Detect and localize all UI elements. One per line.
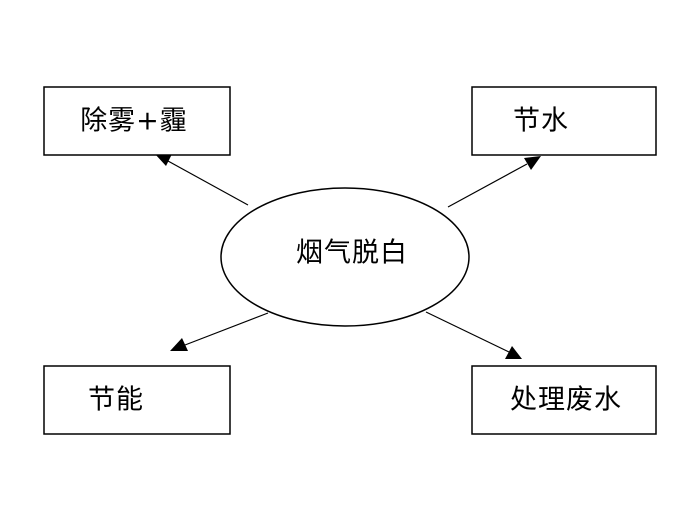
edge-to-top-left [155,154,249,206]
node-bottom-left-label: 节能 [88,385,144,416]
center-node-label: 烟气脱白 [296,238,408,269]
node-top-right: 节水 [471,86,657,156]
edge-to-top-right [447,156,541,208]
node-bottom-left: 节能 [43,365,231,435]
node-top-right-label: 节水 [513,106,569,137]
node-bottom-right: 处理废水 [471,365,657,435]
center-node: 烟气脱白 [220,187,470,327]
node-top-left: 除雾+霾 [43,86,231,156]
node-bottom-right-label: 处理废水 [510,385,622,416]
edge-to-bottom-left [170,312,269,351]
edge-to-bottom-right [425,311,522,359]
node-top-left-label: 除雾+霾 [80,106,188,137]
